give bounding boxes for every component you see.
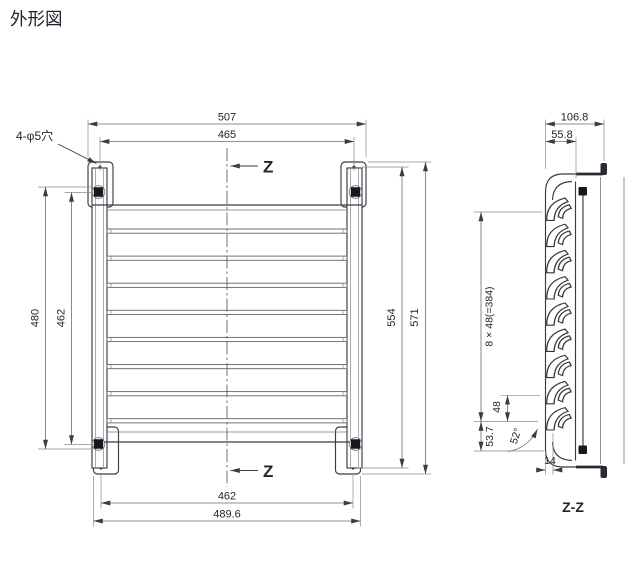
svg-text:462: 462 xyxy=(56,309,68,327)
front-view: Z Z 4-φ5穴 507 465 480 xyxy=(16,112,431,527)
dim-blade-pitch: 48 xyxy=(491,394,540,422)
dim-depth-overall: 106.8 xyxy=(545,112,605,169)
dim-hole-span-top: 465 xyxy=(99,129,355,171)
svg-text:571: 571 xyxy=(409,308,421,326)
hem-bottom xyxy=(600,466,607,478)
section-letter-bottom: Z xyxy=(263,462,273,481)
hole-count-label: 4-φ5穴 xyxy=(16,128,53,143)
frame-rail-right xyxy=(346,167,363,469)
dim-bolt-span-left: 462 xyxy=(56,192,93,445)
svg-text:462: 462 xyxy=(218,491,236,503)
corner-bolts xyxy=(91,185,363,451)
section-marker-bottom: Z xyxy=(230,462,273,481)
section-letter-top: Z xyxy=(263,158,273,177)
svg-text:55.8: 55.8 xyxy=(551,129,572,141)
dim-hole-span-left: 480 xyxy=(30,186,93,450)
side-view: 106.8 55.8 8 × 48(=384) 53.7 48 xyxy=(474,112,625,515)
dim-hole-span-right: 554 xyxy=(357,166,409,469)
dim-height-overall: 571 xyxy=(362,161,431,475)
svg-text:14: 14 xyxy=(544,455,556,467)
hole-leader-line xyxy=(57,143,97,164)
svg-text:8 × 48(=384): 8 × 48(=384) xyxy=(484,286,496,346)
dim-blade-angle: 52° xyxy=(507,427,538,452)
frame-rail-left xyxy=(91,167,108,469)
dim-lip-depth: 14 xyxy=(536,433,563,475)
dim-width-overall-top: 507 xyxy=(87,112,367,157)
dim-width-overall-bottom: 489.6 xyxy=(93,476,361,527)
svg-text:489.6: 489.6 xyxy=(213,509,241,521)
dim-depth-frame: 55.8 xyxy=(545,129,577,178)
hem-top xyxy=(600,163,607,175)
svg-text:480: 480 xyxy=(30,309,42,327)
louver-blades-section xyxy=(546,197,572,431)
svg-text:554: 554 xyxy=(386,308,398,326)
louver-profile-top xyxy=(544,173,603,450)
side-bolt-top xyxy=(578,187,587,196)
svg-text:465: 465 xyxy=(218,129,236,141)
svg-text:106.8: 106.8 xyxy=(561,112,589,124)
page-title: 外形図 xyxy=(10,9,63,29)
svg-text:52°: 52° xyxy=(508,427,524,446)
section-title: Z-Z xyxy=(562,499,584,515)
section-marker-top: Z xyxy=(230,158,273,177)
svg-text:507: 507 xyxy=(218,112,236,124)
svg-text:48: 48 xyxy=(491,401,503,413)
svg-text:53.7: 53.7 xyxy=(484,426,496,447)
side-bolt-bottom xyxy=(578,445,587,454)
dim-hole-span-bottom: 462 xyxy=(100,473,354,509)
dim-blade-pitch-total: 8 × 48(=384) xyxy=(474,211,542,422)
